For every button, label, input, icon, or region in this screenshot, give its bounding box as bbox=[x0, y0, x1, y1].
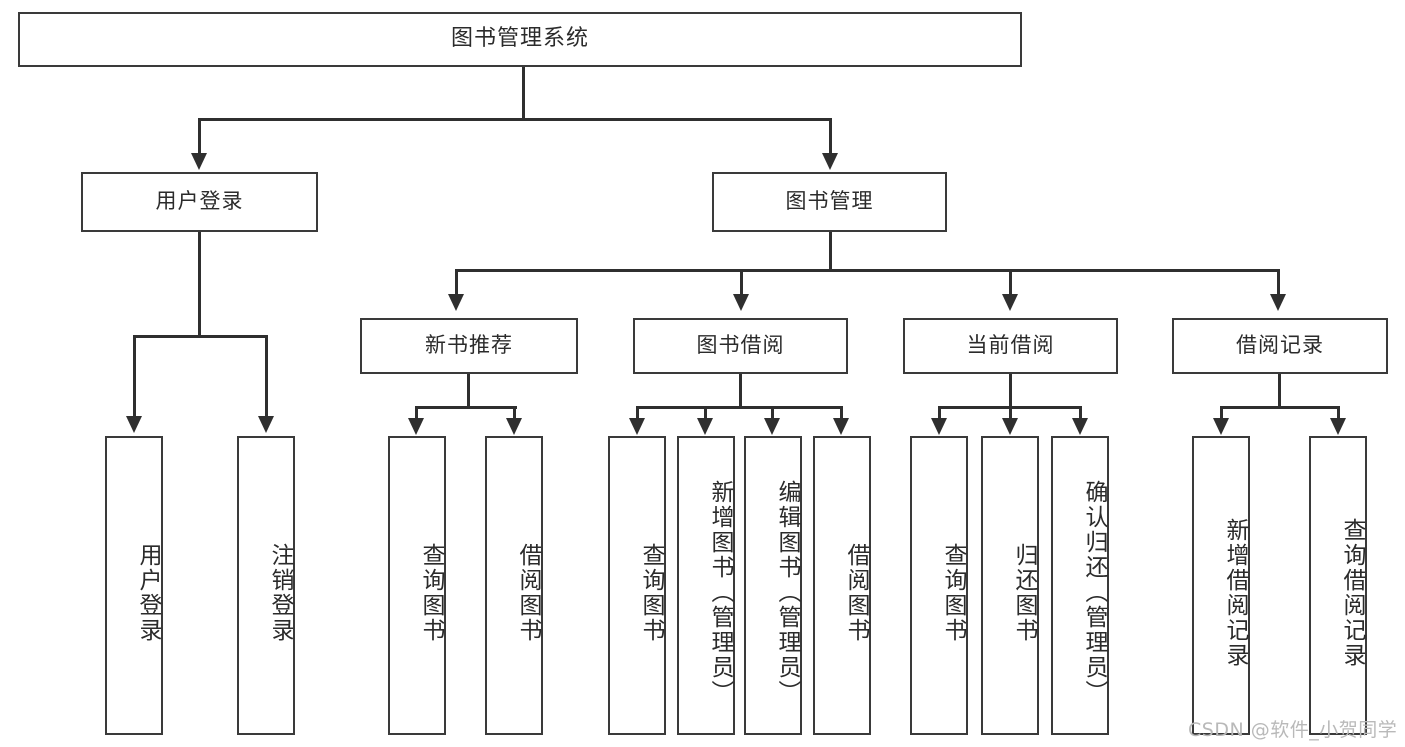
leaf-borrow-query-book[interactable]: 查询图书 bbox=[608, 436, 666, 735]
connector-borrow-record-bus bbox=[1220, 406, 1340, 409]
node-borrow-record[interactable]: 借阅记录 bbox=[1172, 318, 1388, 374]
arrow-book-mgmt-to-book-borrow bbox=[733, 294, 749, 311]
connector-book-mgmt-to-current-borrow bbox=[1009, 269, 1012, 297]
connector-root-to-book-mgmt bbox=[829, 118, 832, 156]
arrow-book-borrow-to-leaf-4 bbox=[833, 418, 849, 435]
leaf-borrow-borrow-book[interactable]: 借阅图书 bbox=[813, 436, 871, 735]
node-book-management[interactable]: 图书管理 bbox=[712, 172, 947, 232]
connector-book-mgmt-bus bbox=[455, 269, 1280, 272]
leaf-user-login[interactable]: 用户登录 bbox=[105, 436, 163, 735]
arrow-user-login-to-leaf-1 bbox=[126, 416, 142, 433]
arrow-current-borrow-to-leaf-2 bbox=[1002, 418, 1018, 435]
arrow-new-book-to-leaf-1 bbox=[408, 418, 424, 435]
leaf-record-add[interactable]: 新增借阅记录 bbox=[1192, 436, 1250, 735]
leaf-label: 确认归还（管理员） bbox=[1081, 480, 1107, 705]
connector-book-borrow-to-leaf-3 bbox=[771, 406, 774, 422]
leaf-label: 注销登录 bbox=[267, 542, 293, 643]
leaf-borrow-edit-book[interactable]: 编辑图书（管理员） bbox=[744, 436, 802, 735]
leaf-label: 编辑图书（管理员） bbox=[774, 480, 800, 705]
arrow-book-borrow-to-leaf-2 bbox=[697, 418, 713, 435]
leaf-label: 查询借阅记录 bbox=[1339, 517, 1365, 668]
connector-borrow-record-stem bbox=[1278, 374, 1281, 408]
node-current-borrow[interactable]: 当前借阅 bbox=[903, 318, 1118, 374]
leaf-current-confirm-return[interactable]: 确认归还（管理员） bbox=[1051, 436, 1109, 735]
node-new-book-recommend[interactable]: 新书推荐 bbox=[360, 318, 578, 374]
connector-user-login-to-leaf-2 bbox=[265, 335, 268, 419]
leaf-borrow-add-book[interactable]: 新增图书（管理员） bbox=[677, 436, 735, 735]
leaf-label: 查询图书 bbox=[940, 542, 966, 643]
arrow-root-to-user-login bbox=[191, 153, 207, 170]
leaf-label: 查询图书 bbox=[418, 542, 444, 643]
connector-user-login-stem bbox=[198, 232, 201, 336]
leaf-label: 归还图书 bbox=[1011, 542, 1037, 643]
connector-book-mgmt-stem bbox=[829, 232, 832, 271]
node-book-borrow[interactable]: 图书借阅 bbox=[633, 318, 848, 374]
leaf-label: 借阅图书 bbox=[843, 542, 869, 643]
connector-new-book-stem bbox=[467, 374, 470, 408]
leaf-label: 借阅图书 bbox=[515, 542, 541, 643]
connector-new-book-to-leaf-1 bbox=[415, 406, 418, 422]
connector-book-mgmt-to-borrow-record bbox=[1277, 269, 1280, 297]
arrow-new-book-to-leaf-2 bbox=[506, 418, 522, 435]
leaf-current-query-book[interactable]: 查询图书 bbox=[910, 436, 968, 735]
connector-book-borrow-to-leaf-1 bbox=[636, 406, 639, 422]
node-user-login[interactable]: 用户登录 bbox=[81, 172, 318, 232]
leaf-new-book-borrow[interactable]: 借阅图书 bbox=[485, 436, 543, 735]
leaf-current-return-book[interactable]: 归还图书 bbox=[981, 436, 1039, 735]
connector-new-book-bus bbox=[415, 406, 517, 409]
node-root-system[interactable]: 图书管理系统 bbox=[18, 12, 1022, 67]
arrow-root-to-book-mgmt bbox=[822, 153, 838, 170]
csdn-watermark: CSDN @软件_小贺同学 bbox=[1188, 719, 1398, 741]
connector-root-stem bbox=[522, 67, 525, 118]
arrow-book-mgmt-to-current-borrow bbox=[1002, 294, 1018, 311]
connector-new-book-to-leaf-2 bbox=[513, 406, 516, 422]
arrow-book-mgmt-to-borrow-record bbox=[1270, 294, 1286, 311]
connector-root-bus bbox=[198, 118, 832, 121]
connector-book-borrow-stem bbox=[739, 374, 742, 408]
leaf-label: 新增图书（管理员） bbox=[707, 480, 733, 705]
leaf-label: 新增借阅记录 bbox=[1222, 517, 1248, 668]
arrow-borrow-record-to-leaf-1 bbox=[1213, 418, 1229, 435]
arrow-current-borrow-to-leaf-3 bbox=[1072, 418, 1088, 435]
connector-book-borrow-bus bbox=[636, 406, 843, 409]
connector-book-borrow-to-leaf-2 bbox=[704, 406, 707, 422]
leaf-new-book-query[interactable]: 查询图书 bbox=[388, 436, 446, 735]
leaf-user-logout[interactable]: 注销登录 bbox=[237, 436, 295, 735]
connector-user-login-to-leaf-1 bbox=[133, 335, 136, 419]
arrow-current-borrow-to-leaf-1 bbox=[931, 418, 947, 435]
leaf-record-query[interactable]: 查询借阅记录 bbox=[1309, 436, 1367, 735]
arrow-user-login-to-leaf-2 bbox=[258, 416, 274, 433]
connector-current-borrow-to-leaf-1 bbox=[938, 406, 941, 422]
leaf-label: 用户登录 bbox=[135, 542, 161, 643]
connector-book-mgmt-to-book-borrow bbox=[740, 269, 743, 297]
connector-book-mgmt-to-new-book bbox=[455, 269, 458, 297]
connector-borrow-record-to-leaf-1 bbox=[1220, 406, 1223, 422]
connector-current-borrow-to-leaf-3 bbox=[1079, 406, 1082, 422]
connector-user-login-bus bbox=[133, 335, 268, 338]
arrow-book-borrow-to-leaf-1 bbox=[629, 418, 645, 435]
arrow-borrow-record-to-leaf-2 bbox=[1330, 418, 1346, 435]
arrow-book-borrow-to-leaf-3 bbox=[764, 418, 780, 435]
connector-borrow-record-to-leaf-2 bbox=[1337, 406, 1340, 422]
leaf-label: 查询图书 bbox=[638, 542, 664, 643]
connector-current-borrow-to-leaf-2 bbox=[1009, 406, 1012, 422]
connector-current-borrow-stem bbox=[1009, 374, 1012, 408]
arrow-book-mgmt-to-new-book bbox=[448, 294, 464, 311]
connector-book-borrow-to-leaf-4 bbox=[840, 406, 843, 422]
connector-root-to-user-login bbox=[198, 118, 201, 156]
